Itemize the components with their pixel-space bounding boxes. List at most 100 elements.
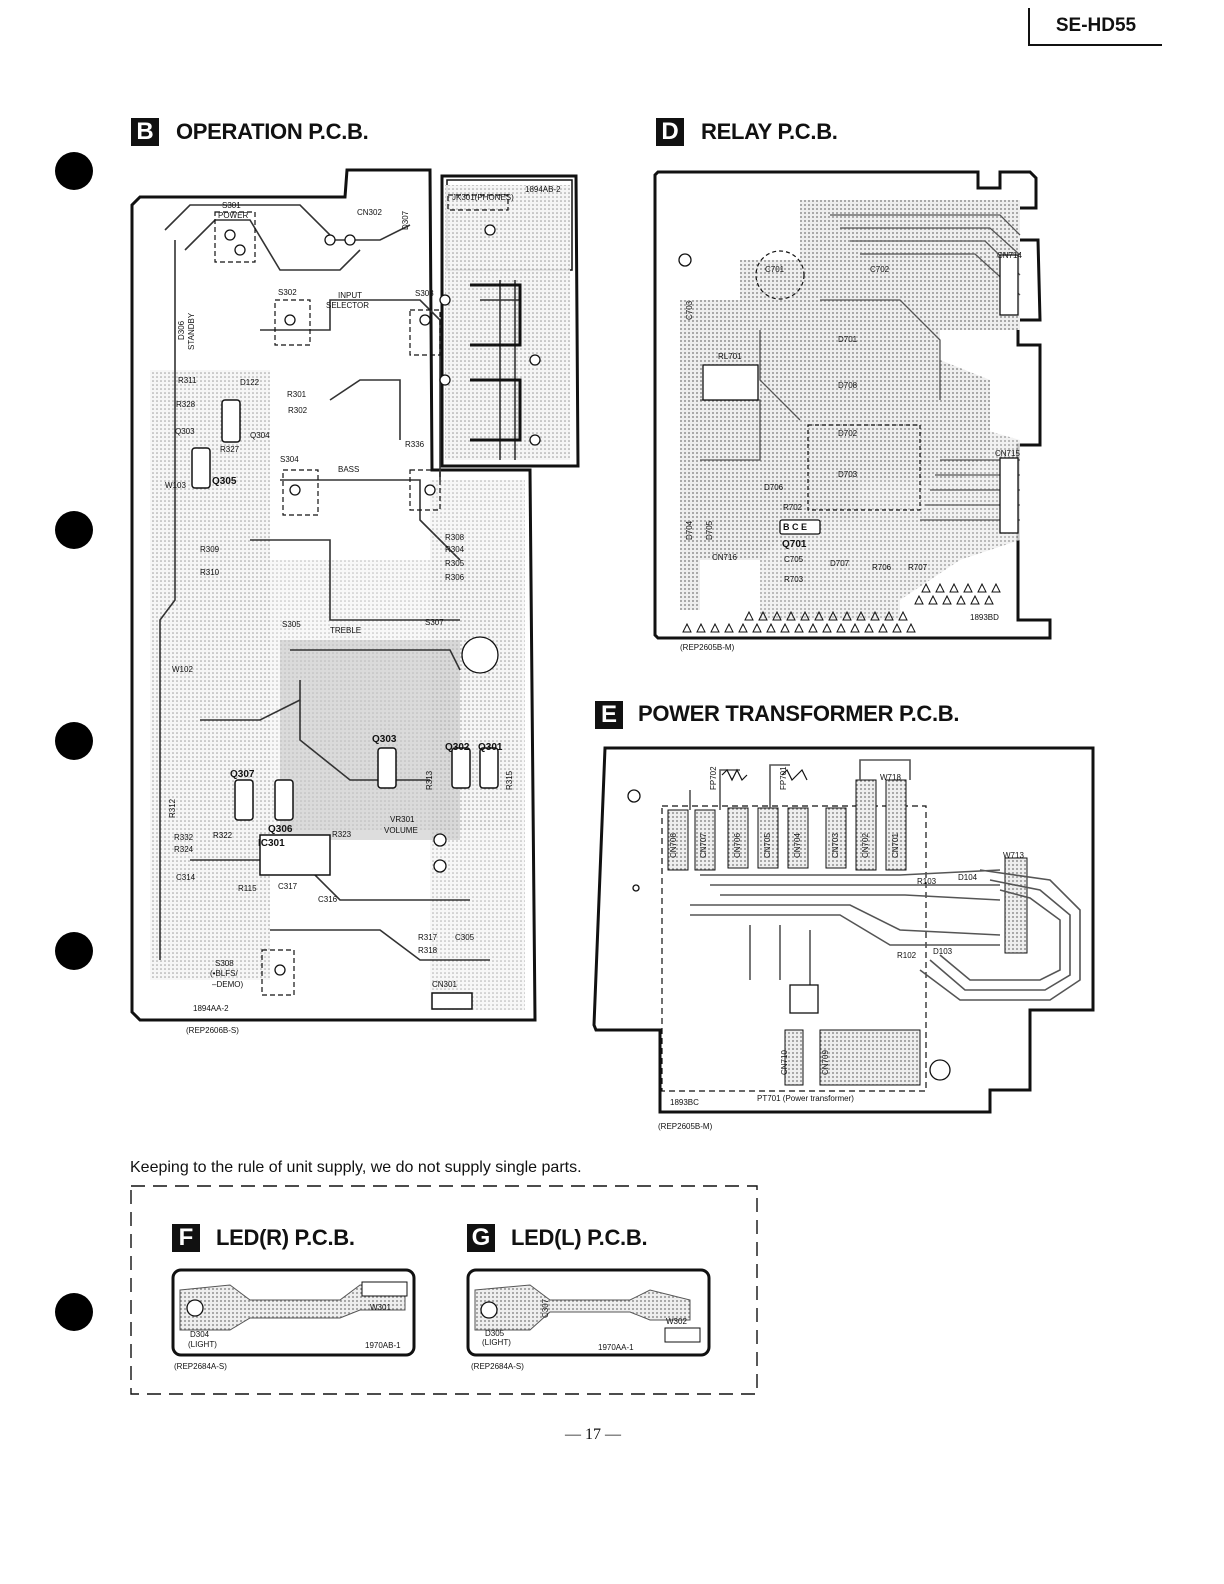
label-rl701: RL701 xyxy=(718,352,742,361)
label-r328: R328 xyxy=(176,400,196,409)
led-l-ref: (REP2684A-S) xyxy=(471,1362,524,1371)
label-c701: C701 xyxy=(765,265,785,274)
label-w718: W718 xyxy=(880,773,901,782)
label-w713: W713 xyxy=(1003,851,1024,860)
label-s303: S303 xyxy=(415,289,434,298)
led-r-pcb-diagram: D304 (LIGHT) W301 1970AB-1 xyxy=(171,1268,416,1357)
label-r702: R702 xyxy=(783,503,803,512)
section-title-relay: RELAY P.C.B. xyxy=(701,119,838,144)
label-w102: W102 xyxy=(172,665,193,674)
label-cn715: CN715 xyxy=(995,449,1020,458)
led-l-pcb-diagram: D305 (LIGHT) C307 W302 1970AA-1 xyxy=(466,1268,711,1357)
power-board-id: 1893BC xyxy=(670,1098,699,1107)
label-r315: R315 xyxy=(505,770,514,790)
label-d103: D103 xyxy=(933,947,953,956)
label-standby: STANDBY xyxy=(187,312,196,350)
label-cn705: CN705 xyxy=(763,833,772,858)
relay-ref: (REP2605B-M) xyxy=(680,643,735,652)
label-r332: R332 xyxy=(174,833,194,842)
section-letter-d: D xyxy=(656,118,684,146)
section-letter-e: E xyxy=(595,701,623,729)
label-r317: R317 xyxy=(418,933,438,942)
label-jk-board: 1894AB-2 xyxy=(525,185,561,194)
label-r308: R308 xyxy=(445,533,465,542)
label-s305: S305 xyxy=(282,620,301,629)
label-r313: R313 xyxy=(425,770,434,790)
label-blfs: (•BLFS/ xyxy=(210,969,238,978)
label-treble: TREBLE xyxy=(330,626,361,635)
label-d705: D705 xyxy=(705,520,714,540)
label-cn706: CN706 xyxy=(733,833,742,858)
label-cn708: CN708 xyxy=(669,833,678,858)
power-transformer-label: PT701 (Power transformer) xyxy=(757,1094,854,1103)
section-title-power: POWER TRANSFORMER P.C.B. xyxy=(638,701,960,726)
power-ref: (REP2605B-M) xyxy=(658,1122,713,1131)
label-cn714: CN714 xyxy=(997,251,1022,260)
operation-board-id: 1894AA-2 xyxy=(193,1004,229,1013)
power-board-outline xyxy=(592,746,1095,1114)
label-d305: D305 xyxy=(485,1329,505,1338)
label-s302: S302 xyxy=(278,288,297,297)
label-d304: D304 xyxy=(190,1330,210,1339)
binder-hole xyxy=(55,152,93,190)
label-d702: D702 xyxy=(838,429,858,438)
label-r703: R703 xyxy=(784,575,804,584)
label-d104: D104 xyxy=(958,873,978,882)
label-r323: R323 xyxy=(332,830,352,839)
led-frame xyxy=(130,1185,758,1395)
label-q303-b: Q303 xyxy=(372,734,397,745)
label-r318: R318 xyxy=(418,946,438,955)
label-q307: Q307 xyxy=(230,769,255,780)
label-r336: R336 xyxy=(405,440,425,449)
label-w301: W301 xyxy=(370,1303,391,1312)
label-d708: D708 xyxy=(838,381,858,390)
label-cn301: CN301 xyxy=(432,980,457,989)
label-q302: Q302 xyxy=(445,742,470,753)
label-r305: R305 xyxy=(445,559,465,568)
label-jk301: JK301(PHONES) xyxy=(452,193,514,202)
label-d122: D122 xyxy=(240,378,260,387)
label-r707: R707 xyxy=(908,563,928,572)
label-d706: D706 xyxy=(764,483,784,492)
label-c317: C317 xyxy=(278,882,298,891)
label-demo: –DEMO) xyxy=(212,980,243,989)
label-fp702: FP702 xyxy=(709,766,718,790)
label-c705: C705 xyxy=(784,555,804,564)
label-c702: C702 xyxy=(870,265,890,274)
label-s304: S304 xyxy=(280,455,299,464)
relay-pcb-diagram: C701 C702 CN714 C703 D701 RL701 D708 D70… xyxy=(653,170,1052,640)
relay-board-id: 1893BD xyxy=(970,613,999,622)
label-s308: S308 xyxy=(215,959,234,968)
label-cn302: CN302 xyxy=(357,208,382,217)
page-number: — 17 — xyxy=(565,1426,621,1443)
label-bass: BASS xyxy=(338,465,359,474)
label-r706: R706 xyxy=(872,563,892,572)
label-d701: D701 xyxy=(838,335,858,344)
label-q701: Q701 xyxy=(782,539,807,550)
label-d703: D703 xyxy=(838,470,858,479)
label-fp701: FP701 xyxy=(779,766,788,790)
label-cn707: CN707 xyxy=(699,833,708,858)
label-c305: C305 xyxy=(455,933,475,942)
label-c703: C703 xyxy=(685,300,694,320)
label-q304: Q304 xyxy=(250,431,270,440)
label-power: POWER xyxy=(218,211,248,220)
label-q301: Q301 xyxy=(478,742,503,753)
operation-ref: (REP2606B-S) xyxy=(186,1026,239,1035)
label-cn710: CN710 xyxy=(780,1050,789,1075)
label-c316: C316 xyxy=(318,895,338,904)
label-selector: SELECTOR xyxy=(326,301,369,310)
binder-hole xyxy=(55,511,93,549)
binder-hole xyxy=(55,932,93,970)
label-r103: R103 xyxy=(917,877,937,886)
label-volume: VOLUME xyxy=(384,826,418,835)
section-letter-f: F xyxy=(172,1224,200,1252)
label-d704: D704 xyxy=(685,520,694,540)
label-bce: B C E xyxy=(783,522,807,532)
label-r324: R324 xyxy=(174,845,194,854)
label-r302: R302 xyxy=(288,406,308,415)
binder-hole xyxy=(55,1293,93,1331)
binder-hole xyxy=(55,722,93,760)
label-r311: R311 xyxy=(178,376,197,385)
label-r115: R115 xyxy=(238,884,257,893)
